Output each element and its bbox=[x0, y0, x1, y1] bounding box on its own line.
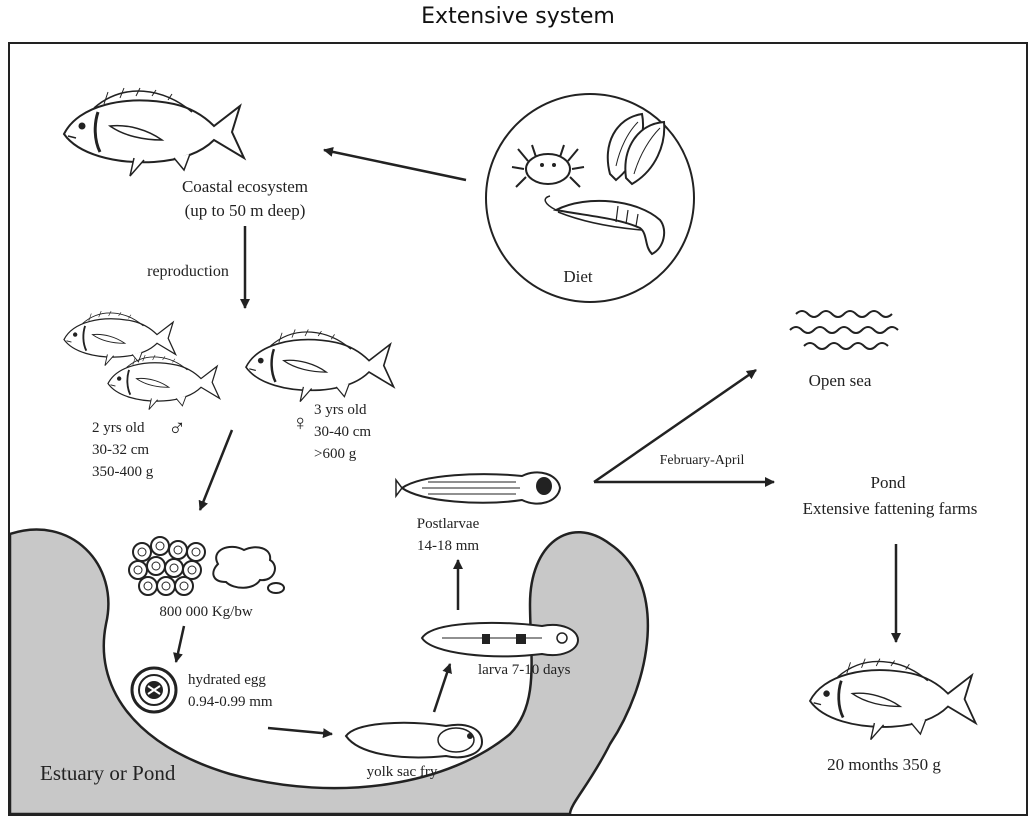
postlarvae-size-label: 14-18 mm bbox=[417, 538, 479, 554]
male-fish-icon bbox=[108, 355, 220, 410]
female-age-label: 3 yrs old bbox=[314, 402, 367, 418]
final-label: 20 months 350 g bbox=[827, 755, 941, 774]
postlarvae-icon bbox=[396, 472, 560, 503]
male-length-label: 30-32 cm bbox=[92, 442, 149, 458]
postlarvae-label: Postlarvae bbox=[417, 516, 480, 532]
diet-label: Diet bbox=[563, 267, 593, 286]
diet-group: Diet bbox=[486, 94, 694, 302]
pond-label: Pond bbox=[871, 473, 906, 492]
arrow-breeders-to-eggs bbox=[200, 430, 232, 510]
male-symbol-icon: ♂ bbox=[168, 416, 186, 442]
male-weight-label: 350-400 g bbox=[92, 464, 154, 480]
egg-cluster-icon bbox=[129, 537, 205, 595]
february-april-label: February-April bbox=[660, 453, 745, 468]
open-sea-label: Open sea bbox=[809, 371, 872, 390]
female-fish-icon bbox=[246, 329, 394, 401]
life-cycle-diagram: Coastal ecosystem (up to 50 m deep) Diet… bbox=[10, 44, 1026, 814]
yolk-sac-fry-icon bbox=[346, 723, 482, 758]
hydrated-egg-label: hydrated egg bbox=[188, 672, 266, 688]
reproduction-label: reproduction bbox=[147, 263, 229, 280]
waves-icon bbox=[790, 311, 898, 349]
arrow-diet-to-coastal bbox=[324, 150, 466, 180]
hydrated-egg-icon bbox=[132, 668, 176, 712]
female-symbol-icon: ♀ bbox=[292, 410, 309, 435]
eggs-count-label: 800 000 Kg/bw bbox=[159, 604, 253, 620]
larva-icon bbox=[422, 623, 578, 656]
female-weight-label: >600 g bbox=[314, 446, 357, 462]
arrow-hydrated-to-yolk bbox=[268, 728, 332, 734]
estuary-label: Estuary or Pond bbox=[40, 761, 176, 785]
egg-mass-icon bbox=[213, 547, 284, 593]
pond-farms-label: Extensive fattening farms bbox=[803, 499, 978, 518]
diagram-title: Extensive system bbox=[0, 4, 1036, 29]
male-age-label: 2 yrs old bbox=[92, 420, 145, 436]
yolk-sac-label: yolk sac fry bbox=[367, 764, 438, 780]
hydrated-egg-size-label: 0.94-0.99 mm bbox=[188, 694, 273, 710]
coastal-label: Coastal ecosystem bbox=[182, 177, 308, 196]
arrow-yolk-to-larva bbox=[434, 664, 450, 712]
final-fish-icon bbox=[810, 659, 976, 740]
female-length-label: 30-40 cm bbox=[314, 424, 371, 440]
arrow-eggs-to-hydrated bbox=[176, 626, 184, 662]
larva-label: larva 7-10 days bbox=[478, 662, 571, 678]
adult-fish-icon bbox=[64, 88, 244, 176]
diagram-frame: Coastal ecosystem (up to 50 m deep) Diet… bbox=[8, 42, 1028, 816]
coastal-depth-label: (up to 50 m deep) bbox=[185, 201, 306, 220]
